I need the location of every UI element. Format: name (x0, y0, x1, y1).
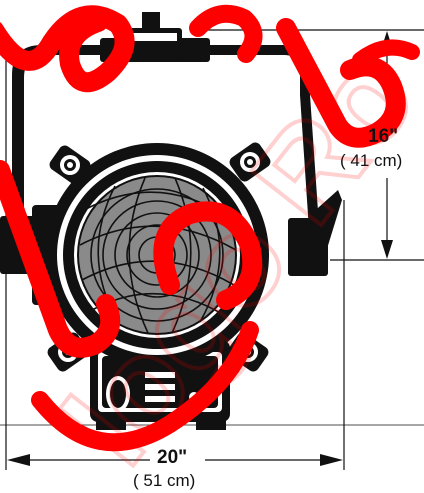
watermark-stroke (189, 4, 263, 63)
watermark-stroke (352, 39, 420, 68)
width-dimension-label: 20" (157, 447, 188, 468)
height-dimension-metric: ( 41 cm) (340, 151, 403, 170)
watermark-stroke (0, 5, 135, 93)
width-dimension-metric: ( 51 cm) (133, 471, 196, 490)
watermark-stroke (153, 201, 263, 310)
watermark-stroke (276, 18, 406, 148)
watermark (0, 4, 420, 452)
watermark-stroke (0, 160, 121, 358)
watermark-stroke (31, 321, 259, 452)
height-dimension-label: 16" (368, 126, 399, 147)
